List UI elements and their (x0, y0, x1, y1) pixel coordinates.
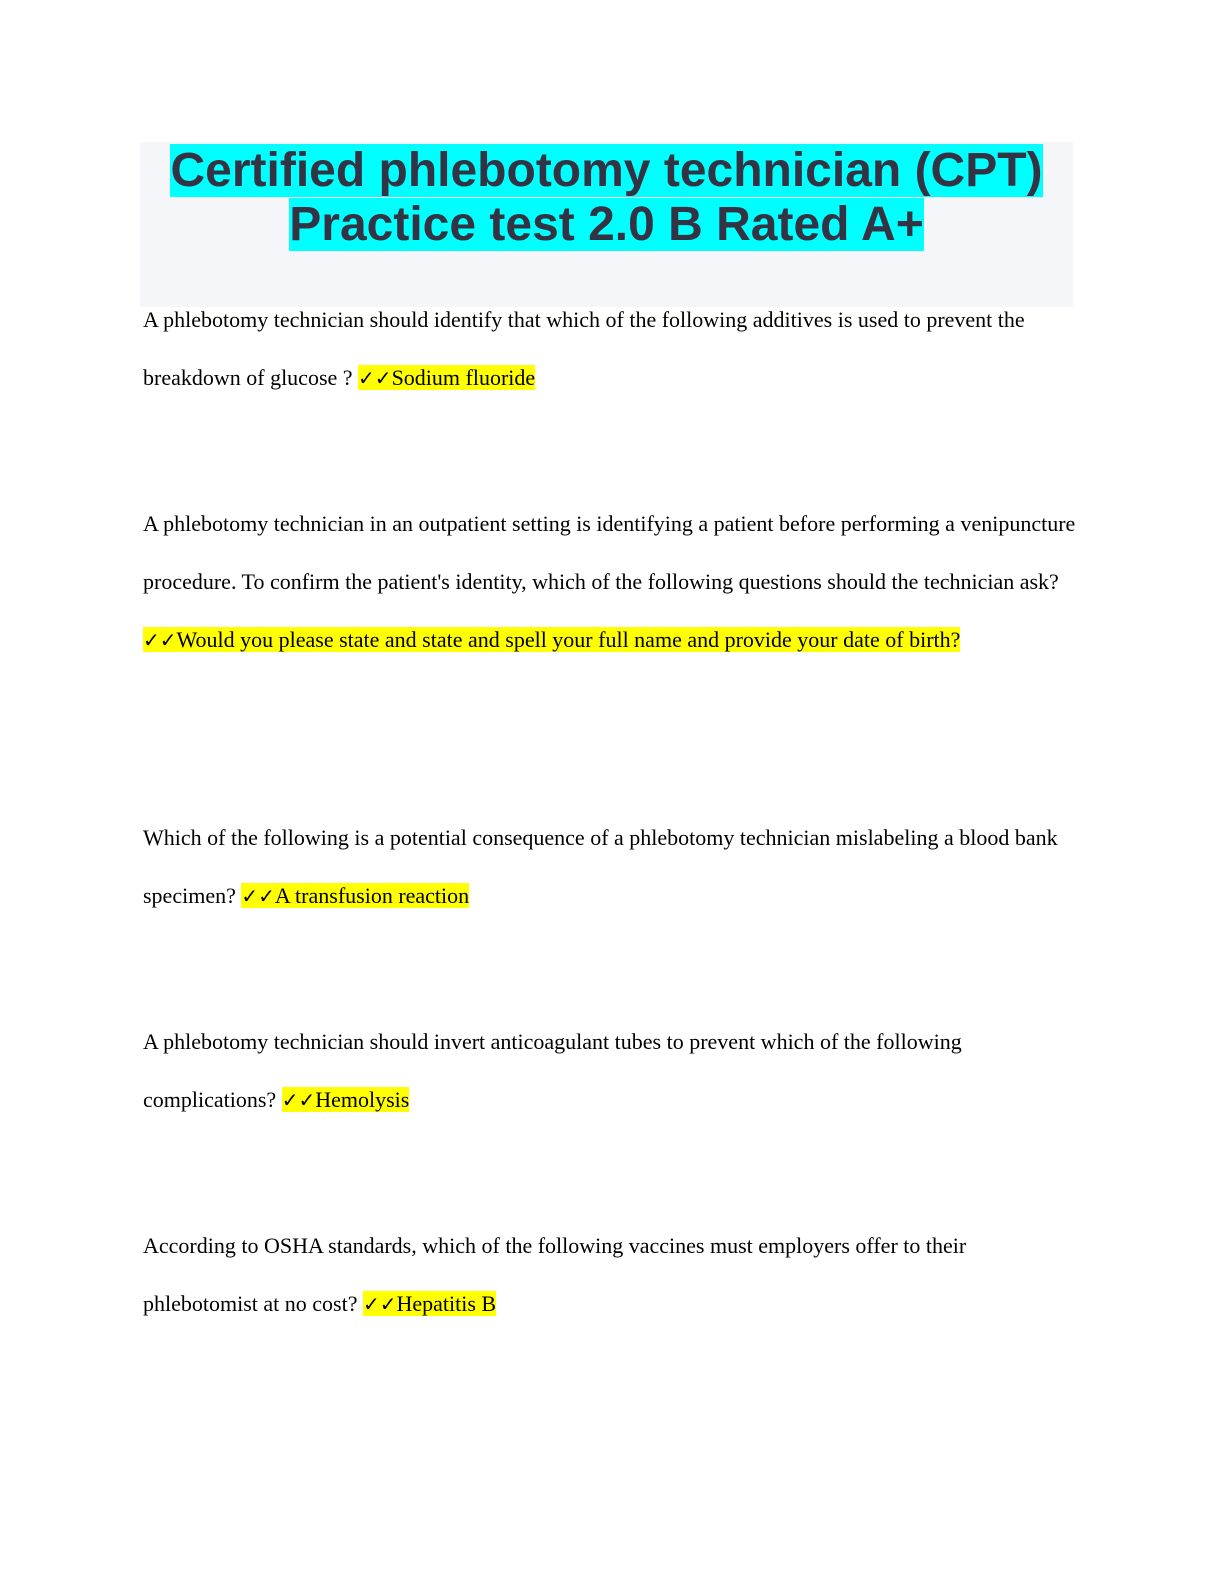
answer-text: Hemolysis (315, 1087, 410, 1112)
check-icon: ✓✓ (358, 366, 392, 390)
question-text: A phlebotomy technician in an outpatient… (143, 511, 1076, 594)
question-item: A phlebotomy technician in an outpatient… (143, 495, 1078, 669)
answer-text: Hepatitis B (396, 1291, 497, 1316)
question-item: According to OSHA standards, which of th… (143, 1217, 1078, 1333)
answer-highlight: ✓✓Sodium fluoride (358, 365, 536, 390)
title-banner: Certified phlebotomy technician (CPT) Pr… (140, 142, 1073, 307)
check-icon: ✓✓ (362, 1292, 397, 1316)
title-line-1: Certified phlebotomy technician (CPT) (170, 144, 1043, 197)
question-item: A phlebotomy technician should identify … (143, 291, 1078, 407)
question-text: According to OSHA standards, which of th… (143, 1233, 967, 1316)
answer-text: Would you please state and state and spe… (176, 627, 961, 652)
question-text: A phlebotomy technician should identify … (143, 307, 1025, 390)
title-line-2: Practice test 2.0 B Rated A+ (289, 198, 924, 251)
check-icon: ✓✓ (143, 628, 177, 652)
answer-highlight: ✓✓Would you please state and state and s… (143, 627, 961, 652)
question-item: Which of the following is a potential co… (143, 809, 1078, 925)
question-text: A phlebotomy technician should invert an… (143, 1029, 962, 1112)
answer-highlight: ✓✓Hemolysis (281, 1087, 410, 1112)
answer-highlight: ✓✓Hepatitis B (362, 1291, 497, 1316)
answer-text: Sodium fluoride (391, 365, 536, 390)
answer-highlight: ✓✓A transfusion reaction (241, 883, 470, 908)
check-icon: ✓✓ (241, 884, 275, 908)
answer-text: A transfusion reaction (274, 883, 470, 908)
question-item: A phlebotomy technician should invert an… (143, 1013, 1078, 1129)
document-title: Certified phlebotomy technician (CPT) Pr… (140, 142, 1073, 252)
check-icon: ✓✓ (281, 1088, 316, 1112)
question-text: Which of the following is a potential co… (143, 825, 1058, 908)
